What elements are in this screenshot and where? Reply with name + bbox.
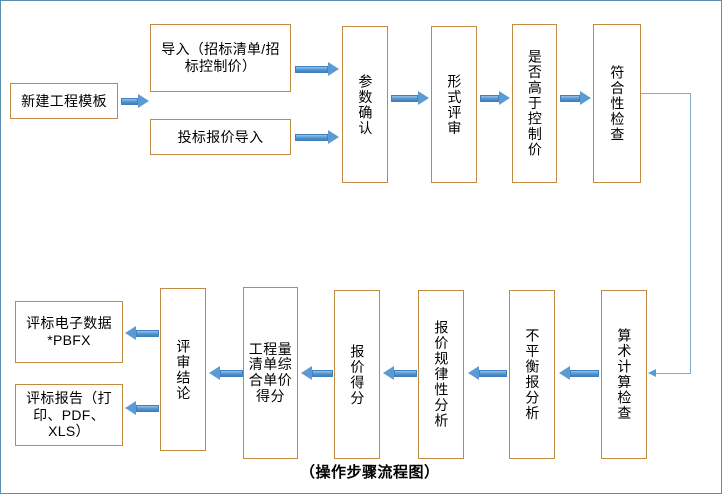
node-import-bid-list[interactable]: 导入（招标清单/招标控制价） (150, 24, 291, 92)
node-review-conclusion-label: 评审结论 (175, 338, 192, 401)
arrow-review-conclusion-to-report (125, 401, 159, 415)
node-unbalanced-bid-analysis[interactable]: 不平衡报分析 (509, 290, 555, 459)
node-import-tender-price[interactable]: 投标报价导入 (150, 119, 291, 155)
arrow-review-conclusion-to-electronic-data (125, 326, 159, 340)
node-form-review[interactable]: 形式评审 (431, 26, 477, 183)
node-price-pattern-analysis-label: 报价规律性分析 (433, 320, 450, 429)
node-new-template[interactable]: 新建工程模板 (10, 83, 118, 119)
arrow-param-to-form-review (391, 91, 429, 105)
node-price-score-label: 报价得分 (349, 343, 366, 406)
node-output-report-label: 评标报告（打印、PDF、XLS） (26, 390, 112, 440)
arrow-tender-price-to-param (295, 130, 339, 144)
connector-segment-bottom (656, 372, 691, 374)
node-output-report[interactable]: 评标报告（打印、PDF、XLS） (15, 384, 123, 446)
node-output-electronic-data-label: 评标电子数据 *PBFX (26, 315, 112, 348)
arrow-control-price-to-compliance (560, 91, 591, 105)
node-arithmetic-check[interactable]: 算术计算检查 (601, 290, 647, 459)
node-arithmetic-check-label: 算术计算检查 (616, 328, 633, 421)
connector-segment-right (689, 93, 691, 374)
node-above-control-price-label: 是否高于控制价 (526, 49, 543, 158)
arrow-form-review-to-control-price (480, 91, 510, 105)
node-boq-unit-price-score[interactable]: 工程量清单综合单价得分 (243, 287, 298, 459)
arrow-arithmetic-to-unbalanced (559, 366, 599, 380)
node-review-conclusion[interactable]: 评审结论 (160, 288, 206, 451)
node-price-score[interactable]: 报价得分 (334, 290, 380, 459)
node-form-review-label: 形式评审 (446, 73, 463, 136)
node-boq-unit-price-score-label: 工程量清单综合单价得分 (248, 340, 293, 404)
arrow-price-pattern-to-price-score (383, 366, 417, 380)
node-output-electronic-data[interactable]: 评标电子数据 *PBFX (15, 301, 123, 363)
connector-arrowhead (648, 369, 656, 377)
node-param-confirm[interactable]: 参数确认 (342, 26, 388, 183)
diagram-caption: （操作步骤流程图） (300, 464, 440, 481)
arrow-import-to-param (295, 62, 339, 76)
node-compliance-check[interactable]: 符合性检查 (593, 24, 641, 183)
node-import-tender-price-label: 投标报价导入 (177, 128, 264, 145)
arrow-price-score-to-boq (301, 366, 333, 380)
node-unbalanced-bid-analysis-label: 不平衡报分析 (524, 328, 541, 421)
connector-segment-top (641, 93, 691, 95)
node-compliance-check-label: 符合性检查 (609, 64, 626, 143)
arrow-boq-to-review-conclusion (209, 366, 243, 380)
node-param-confirm-label: 参数确认 (357, 73, 374, 136)
node-import-bid-list-label: 导入（招标清单/招标控制价） (161, 41, 280, 74)
node-new-template-label: 新建工程模板 (21, 92, 107, 109)
arrow-new-template-to-import (121, 94, 149, 108)
node-above-control-price[interactable]: 是否高于控制价 (512, 24, 557, 183)
node-price-pattern-analysis[interactable]: 报价规律性分析 (418, 290, 464, 459)
arrow-unbalanced-to-price-pattern (468, 366, 507, 380)
